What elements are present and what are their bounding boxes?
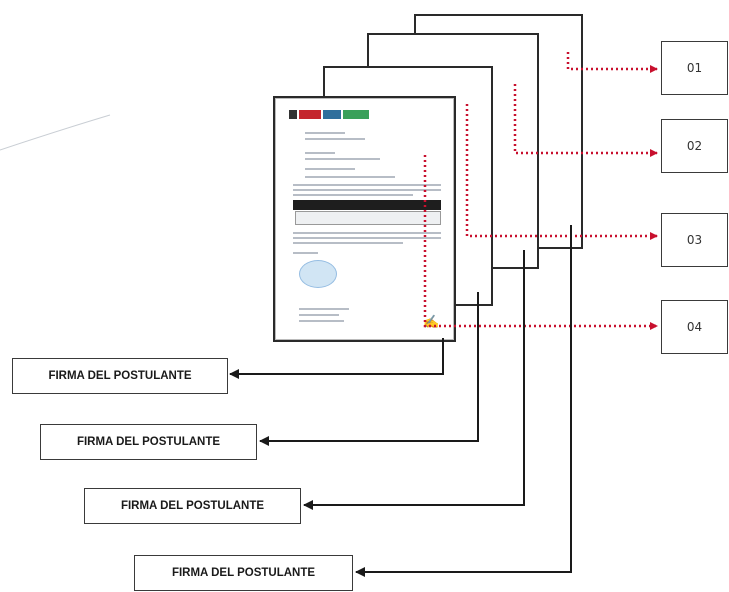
document-table	[295, 211, 441, 225]
signature-label: FIRMA DEL POSTULANTE	[171, 567, 316, 579]
page-arrow-03	[465, 104, 658, 240]
signature-arrow-3	[303, 250, 525, 510]
signature-box-2: FIRMA DEL POSTULANTE	[40, 424, 257, 460]
page-arrow-01	[566, 52, 658, 73]
document-thumbnail: ✍	[273, 96, 456, 342]
page-number-label: 01	[686, 61, 703, 75]
redacted-bar	[293, 200, 441, 210]
signature-arrow-2	[259, 292, 479, 446]
page-number-label: 03	[686, 233, 703, 247]
signature-label: FIRMA DEL POSTULANTE	[48, 370, 192, 382]
signature-label: FIRMA DEL POSTULANTE	[120, 500, 265, 512]
decorative-stroke	[0, 114, 111, 151]
page-number-box-01: 01	[661, 41, 728, 95]
signature-box-4: FIRMA DEL POSTULANTE	[134, 555, 353, 591]
page-arrow-02	[513, 84, 658, 157]
signature-box-3: FIRMA DEL POSTULANTE	[84, 488, 301, 524]
page-number-label: 04	[686, 320, 703, 334]
page-arrow-04	[423, 155, 658, 330]
page-number-label: 02	[686, 139, 703, 153]
stamp-icon	[299, 260, 337, 288]
signature-arrow-1	[229, 338, 444, 379]
signature-label: FIRMA DEL POSTULANTE	[76, 436, 221, 448]
page-number-box-03: 03	[661, 213, 728, 267]
government-logo-icon	[289, 110, 369, 119]
signature-box-1: FIRMA DEL POSTULANTE	[12, 358, 228, 394]
page-number-box-02: 02	[661, 119, 728, 173]
page-number-box-04: 04	[661, 300, 728, 354]
signature-arrow-4	[355, 225, 572, 577]
